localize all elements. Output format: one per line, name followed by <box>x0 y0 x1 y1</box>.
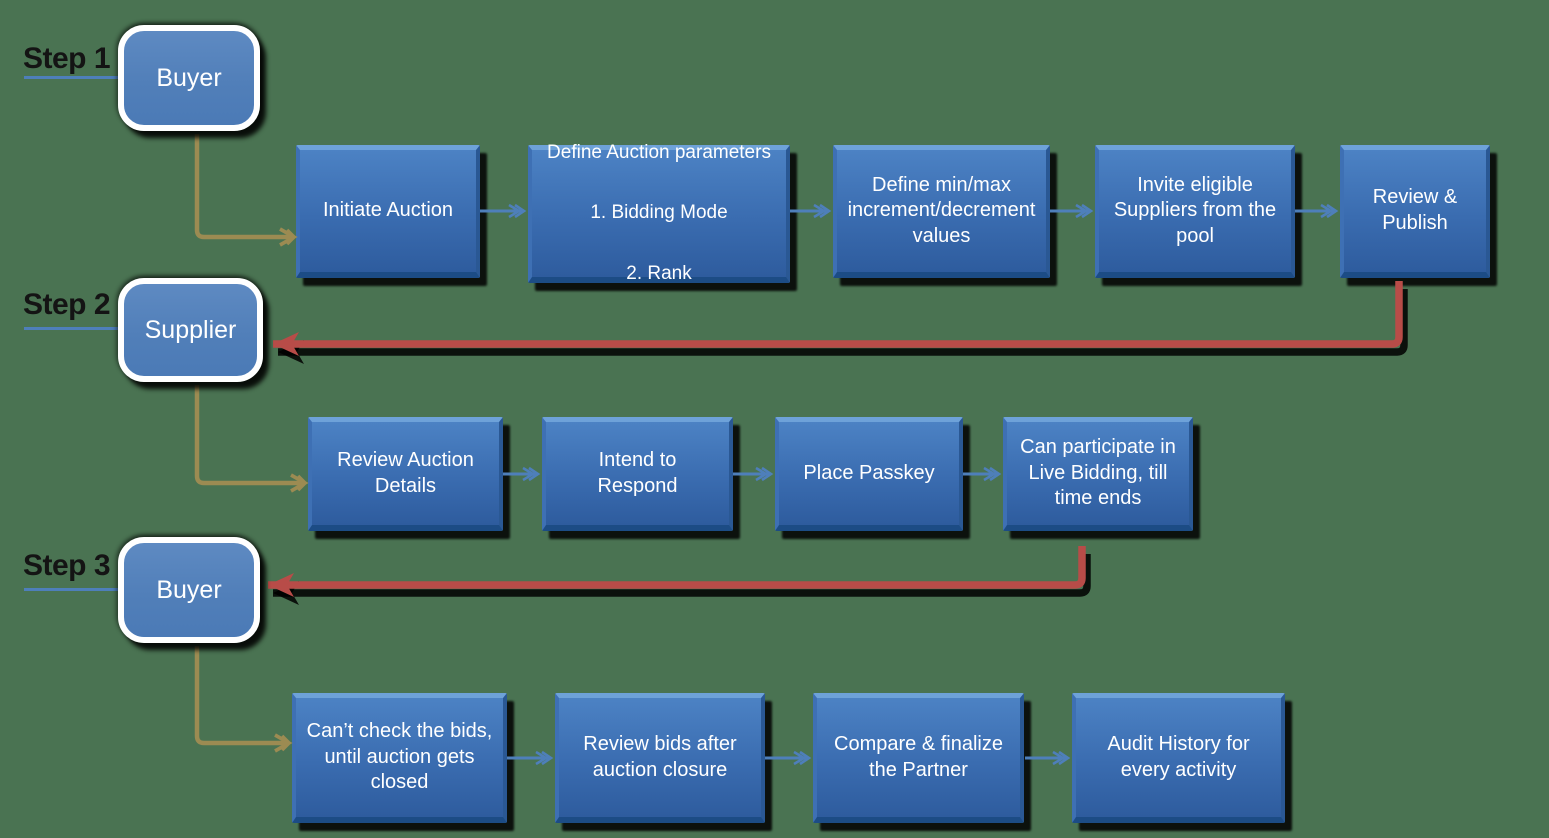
process-box-live-bidding: Can participate in Live Bidding, till ti… <box>1003 417 1193 531</box>
process-box-review-publish: Review & Publish <box>1340 145 1490 278</box>
process-box-label: Place Passkey <box>803 461 935 484</box>
step-label-1: Step 1 <box>23 42 111 75</box>
process-box-label: Can participate in Live Bidding, till ti… <box>1020 436 1176 510</box>
parameters-item-1: 1. Bidding Mode <box>590 202 728 224</box>
process-box-compare-finalize: Compare & finalize the Partner <box>813 693 1024 823</box>
process-box-label: Review Auction Details <box>337 448 474 497</box>
process-box-cant-check-bids: Can’t check the bids, until auction gets… <box>292 693 507 823</box>
process-box-label: Intend to Respond <box>597 448 678 497</box>
process-box-audit-history: Audit History for every activity <box>1072 693 1285 823</box>
actor-label-supplier-step2: Supplier <box>144 315 237 344</box>
process-box-label: Initiate Auction <box>322 199 454 222</box>
return-arrow-bidding-to-buyer <box>268 546 1086 597</box>
actor-node-supplier-step2: Supplier <box>118 278 263 382</box>
step-label-2: Step 2 <box>23 288 111 321</box>
process-box-review-auction-details: Review Auction Details <box>308 417 503 531</box>
actor-node-buyer-step1: Buyer <box>118 25 260 131</box>
branch-arrow-supplier-to-row2 <box>194 385 309 493</box>
step-underline-2 <box>24 327 123 330</box>
process-box-define-auction-parameters: Define Auction parameters 1. Bidding Mod… <box>528 142 790 284</box>
actor-label-buyer-step1: Buyer <box>156 63 222 92</box>
process-box-invite-suppliers: Invite eligible Suppliers from the pool <box>1095 145 1295 278</box>
step-underline-3 <box>24 588 123 591</box>
step-underline-1 <box>24 76 123 79</box>
actor-label-buyer-step3: Buyer <box>156 575 222 604</box>
process-box-label: Invite eligible Suppliers from the pool <box>1113 173 1277 247</box>
process-box-label: Audit History for every activity <box>1107 732 1250 781</box>
parameters-item-2: 2. Rank <box>626 262 692 284</box>
process-box-intend-to-respond: Intend to Respond <box>542 417 733 531</box>
step-label-3: Step 3 <box>23 549 111 582</box>
branch-arrow-buyer3-to-row3 <box>194 646 293 753</box>
process-box-label: Compare & finalize the Partner <box>834 732 1003 781</box>
process-box-initiate-auction: Initiate Auction <box>296 145 480 278</box>
process-box-label: Define Auction parameters 1. Bidding Mod… <box>547 116 771 310</box>
branch-arrow-buyer1-to-row1 <box>194 134 298 247</box>
process-box-place-passkey: Place Passkey <box>775 417 963 531</box>
process-box-review-bids: Review bids after auction closure <box>555 693 765 823</box>
process-box-label: Can’t check the bids, until auction gets… <box>306 720 493 794</box>
process-box-define-min-max: Define min/max increment/decrement value… <box>833 145 1050 278</box>
return-arrow-publish-to-supplier <box>273 281 1403 356</box>
actor-node-buyer-step3: Buyer <box>118 537 260 643</box>
process-box-label: Define min/max increment/decrement value… <box>847 173 1036 247</box>
process-box-label: Review & Publish <box>1372 186 1458 234</box>
process-box-label: Review bids after auction closure <box>583 732 737 781</box>
parameters-heading: Define Auction parameters <box>547 141 771 163</box>
